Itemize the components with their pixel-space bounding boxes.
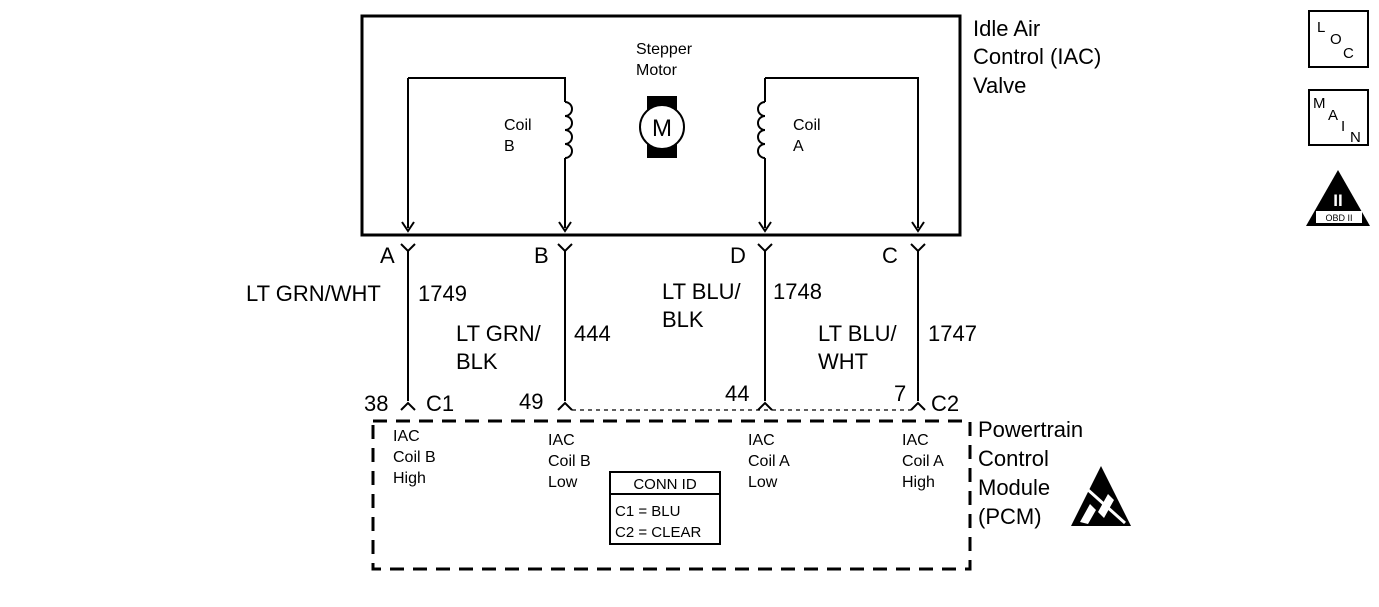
svg-text:A: A: [1328, 107, 1338, 124]
svg-text:OBD II: OBD II: [1325, 213, 1352, 223]
pcm-terminal-3-line2: Coil A: [748, 453, 790, 470]
pcm-connector-pins: [400, 401, 926, 411]
pcm-terminal-1-line2: Coil B: [393, 449, 436, 466]
coil-b-label-line2: B: [504, 138, 515, 155]
conn-id-table: CONN ID C1 = BLU C2 = CLEAR: [609, 471, 721, 545]
arrowhead: [558, 221, 572, 233]
pcm-box: [371, 419, 972, 571]
motor-symbol-label: M: [652, 115, 672, 142]
wire-2-color-line2: BLK: [456, 349, 498, 374]
coil-a-label-line2: A: [793, 138, 804, 155]
stepper-motor-symbol: M: [639, 96, 685, 158]
connector-c2-label: C2: [931, 391, 959, 416]
wire-4-color-line2: WHT: [818, 349, 868, 374]
svg-text:O: O: [1330, 31, 1342, 48]
pcm-title-line2: Control: [978, 446, 1049, 471]
arrowhead: [758, 221, 772, 233]
pcm-terminal-1-line1: IAC: [393, 428, 420, 445]
connector-c1-label: C1: [426, 391, 454, 416]
wire-2-color-line1: LT GRN/: [456, 321, 542, 346]
wire-4-circuit: 1747: [928, 321, 977, 346]
svg-text:C: C: [1343, 45, 1354, 62]
pcm-pin-38: 38: [364, 391, 388, 416]
wire-3-color-line1: LT BLU/: [662, 279, 742, 304]
pin-a-label: A: [380, 243, 395, 268]
pcm-terminal-2-line3: Low: [548, 474, 578, 491]
iac-connector-pins: [400, 243, 926, 401]
coil-b-symbol: [564, 101, 573, 159]
motor-label-line1: Stepper: [636, 41, 693, 58]
iac-valve: M Stepper Motor Coil B Coil A: [360, 14, 962, 237]
motor-label-line2: Motor: [636, 62, 678, 79]
iac-title-line1: Idle Air: [973, 16, 1040, 41]
coil-a-label-line1: Coil: [793, 117, 821, 134]
wire-1-circuit: 1749: [418, 281, 467, 306]
pcm-terminal-1-line3: High: [393, 470, 426, 487]
wire-4-color-line1: LT BLU/: [818, 321, 898, 346]
loc-icon[interactable]: L O C: [1308, 10, 1369, 68]
arrowhead: [911, 221, 925, 233]
obd-ii-icon[interactable]: II OBD II: [1306, 170, 1370, 226]
wire-3-color-line2: BLK: [662, 307, 704, 332]
iac-title-line3: Valve: [973, 73, 1026, 98]
esd-sensitive-icon: [1071, 466, 1131, 526]
coil-b-label-line1: Coil: [504, 117, 532, 134]
pin-b-label: B: [534, 243, 549, 268]
iac-title-line2: Control (IAC): [973, 44, 1101, 69]
arrowhead: [401, 221, 415, 233]
pcm-title-line3: Module: [978, 475, 1050, 500]
coil-a-symbol: [757, 101, 766, 159]
pcm-terminal-2-line1: IAC: [548, 432, 575, 449]
wire-2-circuit: 444: [574, 321, 611, 346]
pcm-terminal-4-line3: High: [902, 474, 935, 491]
wire-3-circuit: 1748: [773, 279, 822, 304]
pcm-terminal-3-line1: IAC: [748, 432, 775, 449]
pcm-pin-7: 7: [894, 381, 906, 406]
pcm-pin-49: 49: [519, 389, 543, 414]
main-icon[interactable]: M A I N: [1308, 89, 1369, 146]
pcm-pin-44: 44: [725, 381, 749, 406]
pcm-terminal-2-line2: Coil B: [548, 453, 591, 470]
pcm-title-line1: Powertrain: [978, 417, 1083, 442]
iac-valve-box: [360, 14, 962, 237]
pcm-terminal-4-line1: IAC: [902, 432, 929, 449]
svg-text:L: L: [1317, 19, 1325, 36]
conn-id-c2: C2 = CLEAR: [615, 524, 701, 541]
pcm-terminal-3-line3: Low: [748, 474, 778, 491]
pcm-title-line4: (PCM): [978, 504, 1042, 529]
wire-1-color: LT GRN/WHT: [246, 281, 381, 306]
svg-text:N: N: [1350, 129, 1361, 146]
conn-id-c1: C1 = BLU: [615, 503, 680, 520]
svg-text:M: M: [1313, 95, 1326, 112]
conn-id-header: CONN ID: [633, 476, 697, 493]
svg-text:I: I: [1341, 118, 1345, 135]
pin-c-label: C: [882, 243, 898, 268]
pin-d-label: D: [730, 243, 746, 268]
svg-text:II: II: [1333, 191, 1342, 210]
pcm-terminal-4-line2: Coil A: [902, 453, 944, 470]
